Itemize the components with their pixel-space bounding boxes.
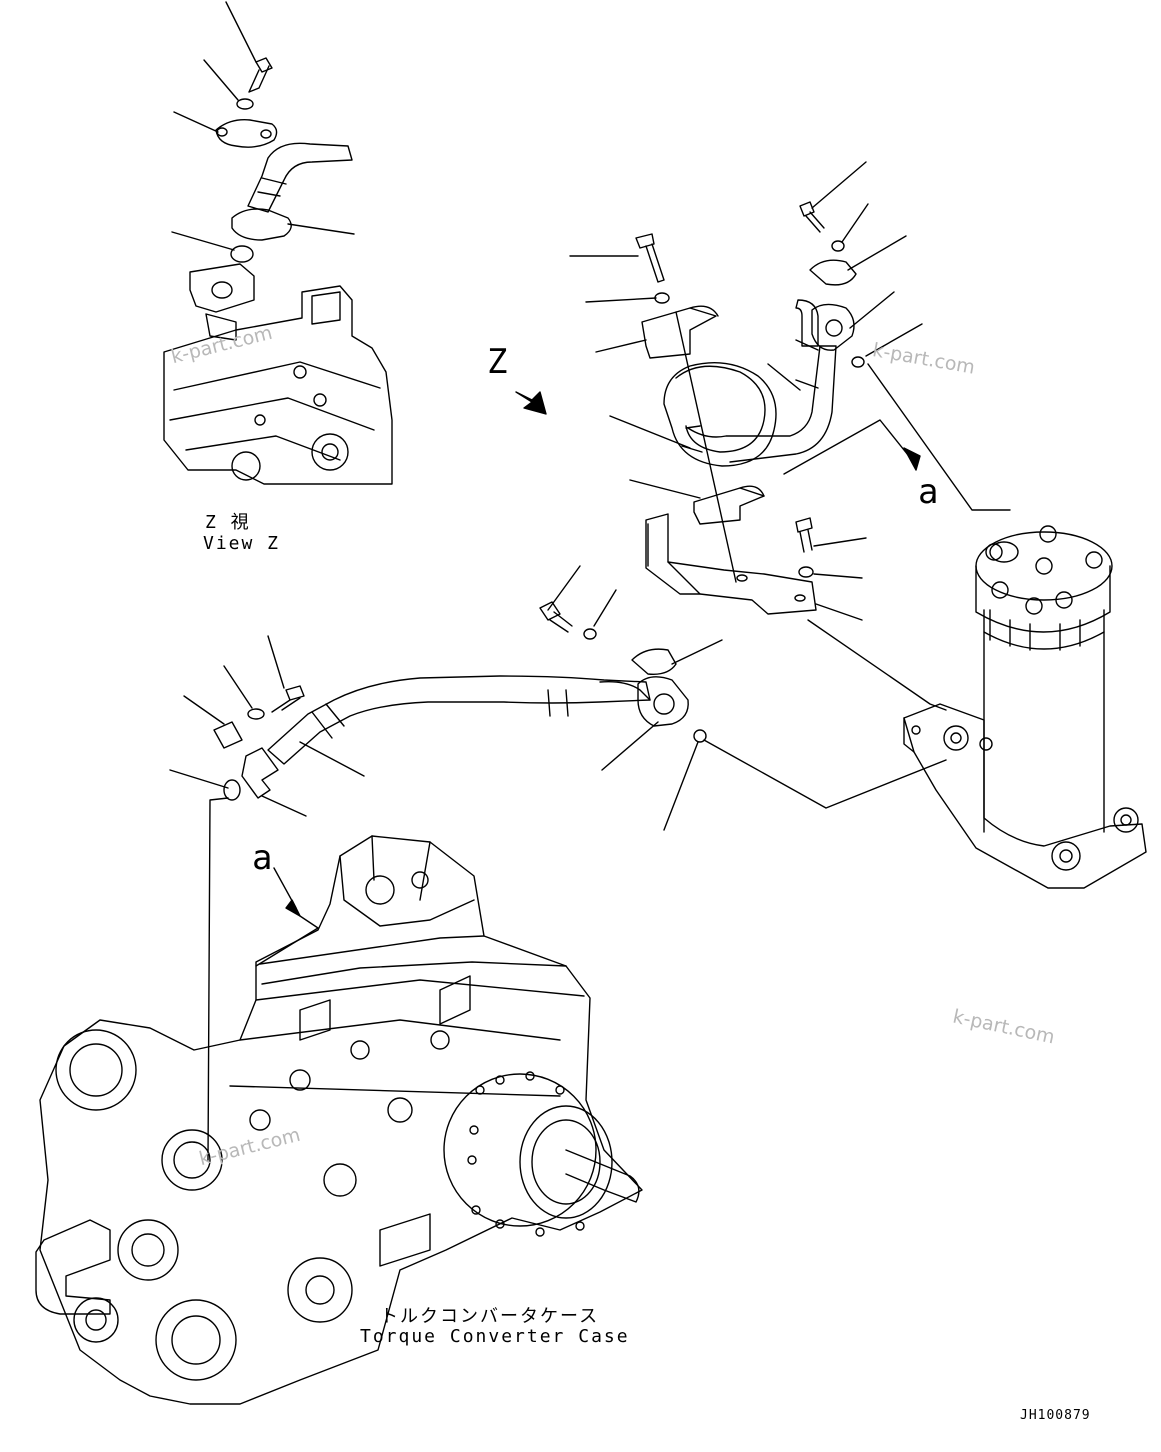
left-hose-flange [241,747,279,799]
leader-line [585,297,657,303]
filter-housing [903,525,1147,889]
o-ring [693,729,707,743]
view-z-o-ring [230,245,254,263]
leader-line [629,479,701,499]
reference-line [675,311,737,583]
reference-line [867,363,1011,511]
leader-line [287,223,355,235]
leader-line [767,363,801,391]
bolt [285,685,305,701]
leader-line [547,565,581,611]
output-flange [519,1105,613,1219]
leader-line [225,1,257,63]
view-z-marker: Z [487,342,508,382]
bolt [539,601,561,621]
leader-line [299,741,365,777]
leader-line [813,537,867,547]
leader-line [663,741,699,831]
view-z-hose-flange [231,208,292,241]
view-z-split-flange [215,119,278,148]
long-bolt [635,233,655,249]
split-flange [809,259,857,286]
washer [798,566,814,578]
torque-converter-case [35,835,643,1405]
leader-line [601,721,659,771]
leader-line [847,235,907,271]
washer [583,628,597,640]
o-ring [223,779,241,801]
view-z-arrow [515,391,547,415]
loop-hose [675,365,766,453]
mounting-bracket [645,513,817,615]
hose-end-flange [637,676,689,727]
leader-line [811,161,867,209]
view-caption-en: View Z [203,533,281,554]
leader-line [183,695,225,725]
o-ring [851,356,865,368]
washer [247,708,265,720]
reference-line [703,739,947,809]
case-caption-en: Torque Converter Case [360,1326,630,1347]
leader-line [595,339,647,353]
leader-line [169,769,229,789]
leader-line [267,635,285,689]
reference-line [807,619,947,711]
case-caption-jp: トルクコンバータケース [380,1306,600,1327]
leader-line [671,639,723,665]
arrow-to-a [903,447,921,471]
upper-hose-assembly [539,161,1011,711]
leader-line [849,291,895,329]
leader-line [841,203,869,243]
long-hose-assembly [169,635,947,1161]
leader-line [609,415,691,449]
leader-line [815,603,863,621]
leader-line [171,231,235,251]
leader-line [593,589,617,627]
long-hose [267,675,651,765]
view-z-case-outline [163,285,393,485]
ref-a-bottom: a [252,838,273,878]
reference-line [783,419,913,475]
leader-line [813,573,863,579]
reference-line [207,797,229,1161]
view-z-bolt [248,57,273,93]
view-z-hose [247,142,353,213]
drawing-number: JH100879 [1020,1408,1091,1423]
hose-clamp-block [693,487,765,525]
view-caption-jp: Z 視 [205,512,251,533]
bolt [799,201,815,217]
leader-line [261,795,307,817]
leader-line [173,111,219,133]
washer [831,240,845,252]
view-z-washer [236,98,254,110]
view-z-port-block [189,263,255,313]
adapter [213,721,243,749]
leader-line [203,59,239,101]
bolt [795,517,813,533]
hose-clamp-block [641,307,717,359]
split-flange [631,648,677,675]
washer [654,292,670,304]
leader-line [865,323,923,357]
view-z-inset [163,1,393,485]
leader-line [223,665,253,709]
ref-a-top: a [918,472,939,512]
